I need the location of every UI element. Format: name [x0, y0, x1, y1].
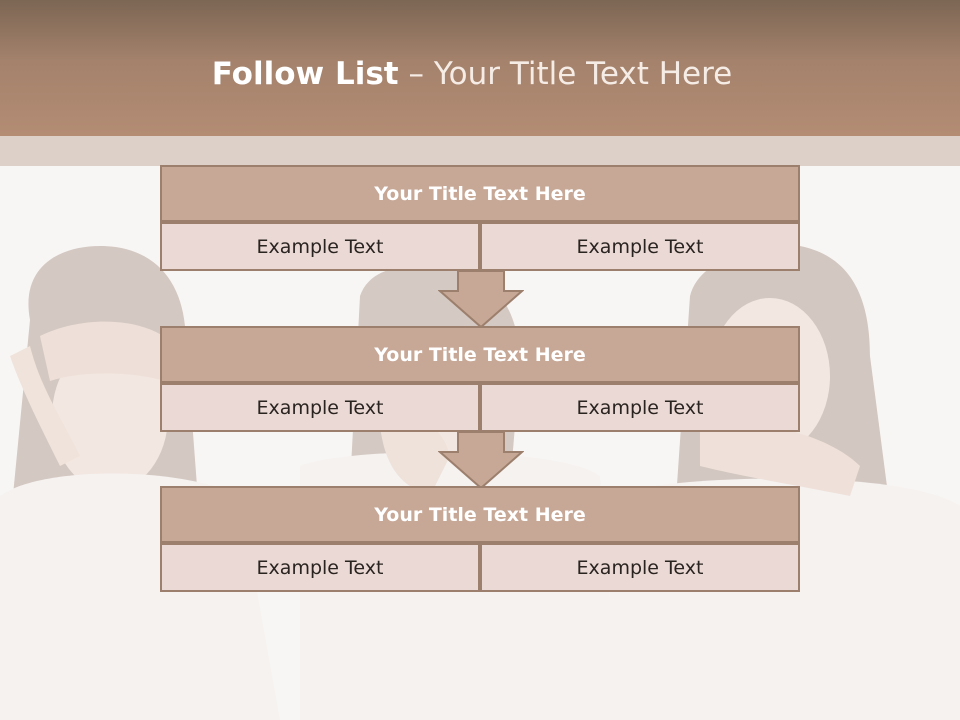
slide-title: Follow List – Your Title Text Here — [0, 56, 944, 92]
block-cell-left: Example Text — [160, 383, 480, 432]
block-cell-right: Example Text — [480, 383, 800, 432]
block-cell-right: Example Text — [480, 543, 800, 592]
follow-block-1: Your Title Text Here Example Text Exampl… — [160, 165, 800, 271]
block-cell-right: Example Text — [480, 222, 800, 271]
block-title: Your Title Text Here — [160, 326, 800, 383]
slide-title-bold: Follow List — [211, 56, 399, 92]
woman-right-figure — [610, 246, 960, 720]
woman-left-figure — [0, 246, 280, 720]
block-cell-left: Example Text — [160, 222, 480, 271]
follow-block-3: Your Title Text Here Example Text Exampl… — [160, 486, 800, 592]
down-arrow-icon — [438, 432, 524, 490]
block-title: Your Title Text Here — [160, 486, 800, 543]
block-cell-left: Example Text — [160, 543, 480, 592]
header-band — [0, 0, 960, 136]
down-arrow-icon — [438, 271, 524, 329]
header-strip — [0, 136, 960, 166]
block-title: Your Title Text Here — [160, 165, 800, 222]
slide-title-rest: – Your Title Text Here — [398, 56, 733, 92]
follow-block-2: Your Title Text Here Example Text Exampl… — [160, 326, 800, 432]
